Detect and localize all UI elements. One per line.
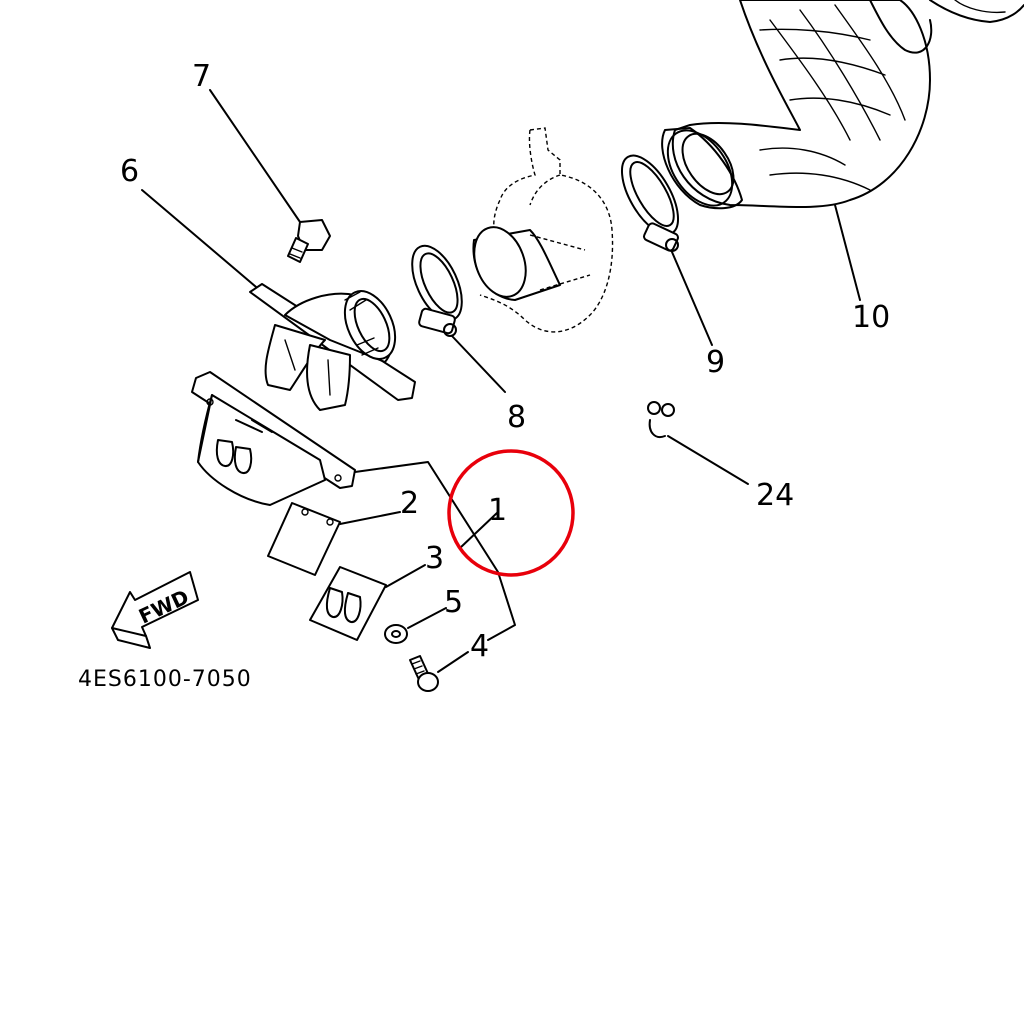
figure-code: 4ES6100-7050 bbox=[78, 667, 252, 692]
callout-7: 7 bbox=[192, 59, 211, 94]
hose-clamp-part-8 bbox=[411, 244, 506, 393]
intake-manifold-part-6 bbox=[141, 189, 416, 411]
washer-part-5 bbox=[384, 607, 447, 644]
reed-valve-assembly bbox=[191, 371, 356, 506]
callout-2: 2 bbox=[400, 486, 419, 521]
callout-9: 9 bbox=[706, 345, 725, 380]
callout-1: 1 bbox=[488, 493, 507, 528]
highlight-circle bbox=[447, 449, 575, 577]
hose-clamp-part-9 bbox=[621, 154, 713, 346]
screw-part-4 bbox=[409, 651, 469, 692]
callout-10: 10 bbox=[852, 300, 890, 335]
intake-duct-part-10 bbox=[661, 0, 1024, 301]
callout-5: 5 bbox=[444, 585, 463, 620]
forward-direction-arrow: FWD bbox=[111, 571, 199, 649]
reed-stopper-part-3 bbox=[309, 564, 426, 641]
clip-part-24 bbox=[647, 401, 749, 485]
callout-6: 6 bbox=[120, 154, 139, 189]
callout-24: 24 bbox=[756, 478, 794, 513]
carburetor-outline bbox=[472, 127, 614, 333]
gasket-part-2 bbox=[267, 502, 401, 576]
callout-3: 3 bbox=[425, 541, 444, 576]
callout-4: 4 bbox=[470, 629, 489, 664]
callout-8: 8 bbox=[507, 400, 526, 435]
bolt-part-7 bbox=[209, 89, 331, 263]
